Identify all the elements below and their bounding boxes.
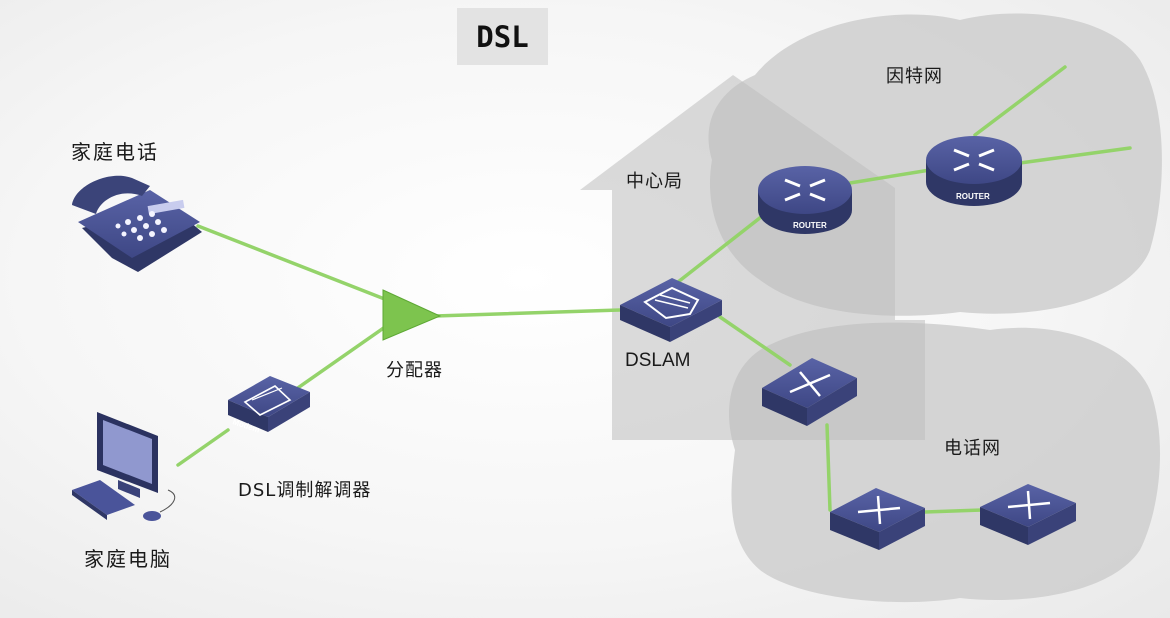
link-phone-splitter: [196, 224, 402, 307]
link-splitter-dslam: [433, 308, 622, 318]
link-pc-modem: [176, 428, 230, 467]
dslam-label: DSLAM: [625, 350, 691, 371]
splitter-label: 分配器: [386, 360, 443, 381]
home-phone-label: 家庭电话: [71, 140, 159, 164]
link-router1-router2: [848, 168, 932, 185]
switch-icon-1: [762, 358, 857, 426]
phone-network-label: 电话网: [944, 438, 1001, 459]
splitter-icon: [382, 289, 442, 341]
link-dslam-switch1: [718, 315, 792, 367]
internet-label: 因特网: [886, 66, 943, 87]
link-switch1-switch2: [825, 423, 832, 512]
link-router2-net-b: [1018, 146, 1132, 165]
modem-icon: Modem: [228, 376, 310, 435]
link-router2-net-a: [973, 65, 1067, 137]
router-1-device-text: ROUTER: [793, 221, 827, 230]
modem-label: DSL调制解调器: [238, 480, 372, 501]
switch-icon-2: [830, 488, 925, 550]
telephone-icon: [72, 175, 202, 272]
link-modem-splitter: [290, 318, 397, 394]
computer-icon: [72, 412, 176, 521]
link-dslam-router1: [676, 208, 772, 284]
switch-icon-3: [980, 484, 1076, 545]
router-icon-1: ROUTER: [758, 166, 852, 234]
router-2-device-text: ROUTER: [956, 192, 990, 201]
home-pc-label: 家庭电脑: [84, 547, 172, 571]
central-office-building: [580, 75, 925, 440]
page-title: DSL: [476, 19, 529, 54]
central-office-label: 中心局: [626, 171, 683, 192]
link-switch2-switch3: [923, 508, 984, 514]
dslam-icon: [620, 278, 722, 342]
title-box: DSL: [457, 8, 548, 65]
router-icon-2: ROUTER: [926, 136, 1022, 206]
